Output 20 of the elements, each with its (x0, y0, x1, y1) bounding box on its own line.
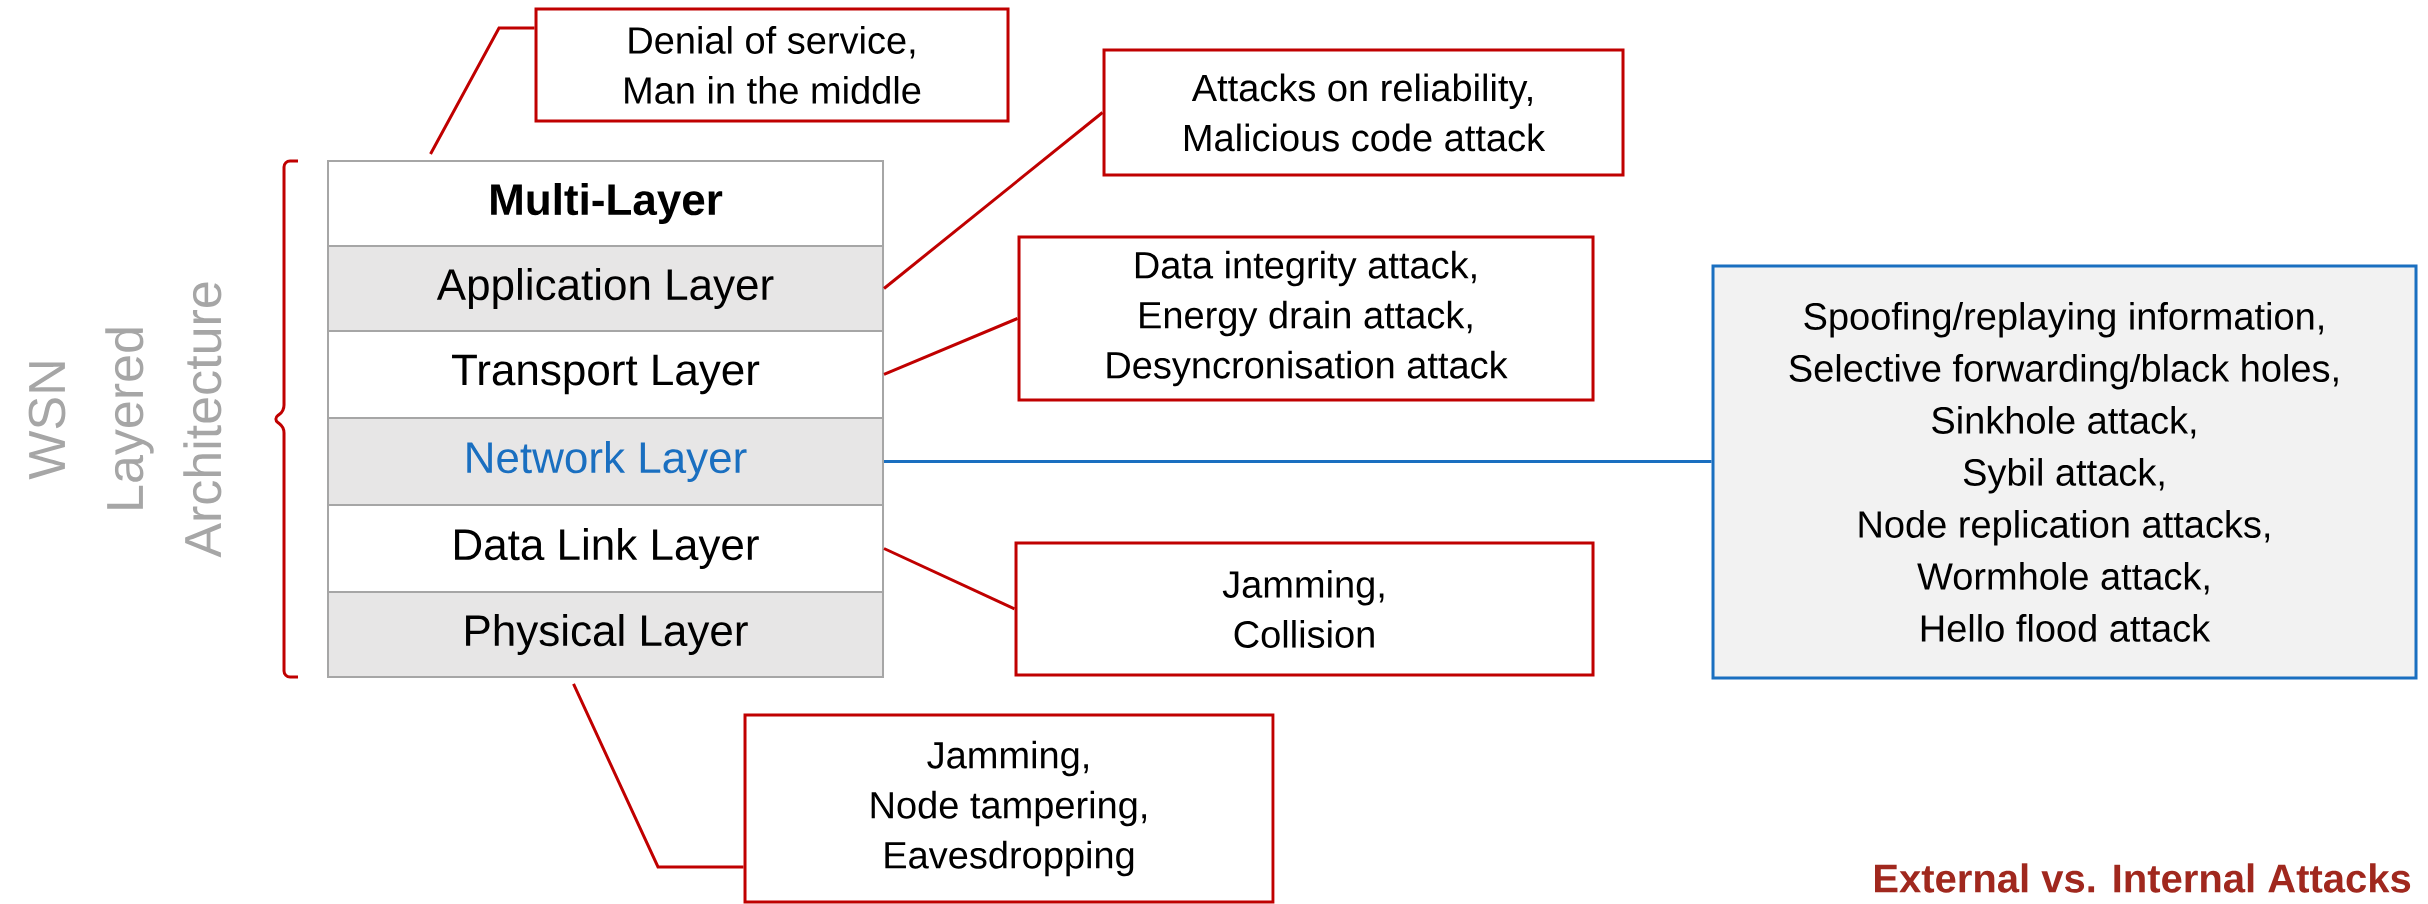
layer-box: Network Layer (327, 417, 884, 506)
attack-box: Jamming, Collision (1014, 541, 1595, 677)
attack-box: Attacks on reliability, Malicious code attack (1102, 48, 1625, 177)
attack-box: Denial of service, Man in the middle (534, 7, 1010, 123)
leader-line (883, 547, 1016, 611)
side-label: WSN Layered Architecture (28, 282, 222, 558)
title: External vs. Internal Attacks (1875, 863, 2411, 893)
attack-box: Spoofing/replaying information, Selective forwarding/black holes, Sinkhole attack, Sybil attack, Node replication attacks, Wormhole attack, Hello flood attack (1711, 264, 2418, 680)
attack-box: Jamming, Node tampering, Eavesdropping (743, 713, 1275, 904)
attack-box: Data integrity attack, Energy drain attack, Desyncronisation attack (1017, 235, 1595, 402)
leader-line (883, 317, 1019, 376)
layer-box: Multi-Layer (327, 160, 884, 247)
layer-box: Application Layer (327, 245, 884, 332)
leader-line (883, 111, 1104, 290)
layer-box: Physical Layer (327, 591, 884, 678)
leader-line (572, 683, 744, 869)
layer-box: Data Link Layer (327, 504, 884, 593)
leader-line (429, 26, 535, 155)
layer-box: Transport Layer (327, 330, 884, 419)
leader-line (884, 460, 1712, 463)
